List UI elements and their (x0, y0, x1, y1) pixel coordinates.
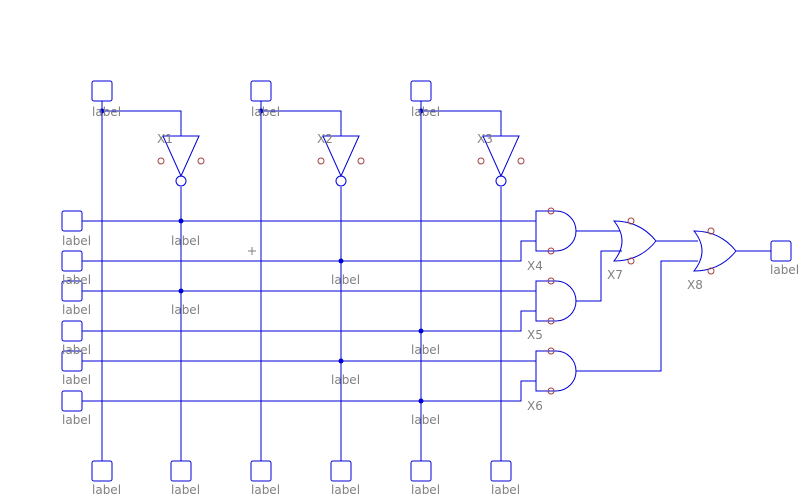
junction-dot (418, 398, 424, 404)
net-label: label (331, 373, 360, 387)
port-output[interactable] (770, 240, 792, 262)
gate-label-x7: X7 (607, 268, 623, 282)
port-in-6[interactable] (61, 390, 83, 412)
port-label: label (411, 483, 440, 497)
net-label: label (171, 234, 200, 248)
and-gate-x4-icon (535, 210, 577, 252)
port-label: label (411, 105, 440, 119)
junction-dot (338, 258, 344, 264)
junction-dot (178, 288, 184, 294)
gate-label-x6: X6 (527, 399, 543, 413)
gate-label-x8: X8 (687, 278, 703, 292)
port-bottom-3[interactable] (250, 460, 272, 482)
port-in-5[interactable] (61, 350, 83, 372)
port-label: label (171, 483, 200, 497)
port-label: label (62, 413, 91, 427)
port-label: label (62, 234, 91, 248)
wire-row-6 (82, 380, 536, 402)
port-label: label (251, 105, 280, 119)
pin-marker (547, 247, 555, 255)
pin-marker (547, 347, 555, 355)
net-label: label (171, 303, 200, 317)
port-bottom-5[interactable] (410, 460, 432, 482)
pin-marker (627, 257, 635, 265)
inverter-x2-bubble (335, 175, 347, 187)
pin-marker (517, 157, 525, 165)
port-in-2[interactable] (61, 250, 83, 272)
port-top-3[interactable] (410, 80, 432, 102)
junction-dot (338, 358, 344, 364)
junction-dot (99, 108, 105, 114)
port-label: label (92, 105, 121, 119)
gate-label-x4: X4 (527, 259, 543, 273)
port-label: label (62, 373, 91, 387)
port-in-1[interactable] (61, 210, 83, 232)
wire-inv1-input (102, 110, 182, 136)
wire-inv2-input (261, 110, 342, 136)
pin-marker (707, 267, 715, 275)
wire-inv3-input (421, 110, 502, 136)
pin-marker (547, 277, 555, 285)
junction-dot (418, 328, 424, 334)
port-bottom-4[interactable] (330, 460, 352, 482)
port-label: label (770, 263, 799, 277)
port-top-2[interactable] (250, 80, 272, 102)
inverter-x1-icon (162, 135, 200, 178)
pin-marker (477, 157, 485, 165)
pin-marker (317, 157, 325, 165)
pin-marker (707, 227, 715, 235)
inverter-x3-bubble (495, 175, 507, 187)
port-top-1[interactable] (91, 80, 113, 102)
inverter-x3-icon (482, 135, 520, 178)
port-label: label (62, 273, 91, 287)
or-gate-x7-icon (612, 220, 657, 262)
inverter-x1-bubble (175, 175, 187, 187)
port-bottom-1[interactable] (91, 460, 113, 482)
pin-marker (197, 157, 205, 165)
inverter-x2-icon (322, 135, 360, 178)
gate-label-x3: X3 (477, 132, 493, 146)
gate-label-x5: X5 (527, 328, 543, 342)
junction-dot (258, 108, 264, 114)
port-label: label (92, 483, 121, 497)
port-bottom-2[interactable] (170, 460, 192, 482)
pin-marker (157, 157, 165, 165)
pin-marker (547, 317, 555, 325)
and-gate-x5-icon (535, 280, 577, 322)
wire-row-2 (82, 240, 536, 262)
port-label: label (251, 483, 280, 497)
port-label: label (331, 483, 360, 497)
wire-x5-x7 (576, 250, 622, 302)
port-in-4[interactable] (61, 320, 83, 342)
net-label: label (331, 273, 360, 287)
port-label: label (62, 303, 91, 317)
pin-marker (547, 207, 555, 215)
port-bottom-6[interactable] (490, 460, 512, 482)
pin-marker (627, 217, 635, 225)
junction-dot (418, 108, 424, 114)
port-in-3[interactable] (61, 280, 83, 302)
gate-label-x2: X2 (317, 132, 333, 146)
net-label: label (411, 343, 440, 357)
wire-x6-x8 (576, 260, 698, 372)
or-gate-x8-icon (692, 230, 737, 272)
pin-marker (547, 387, 555, 395)
net-label: label (411, 413, 440, 427)
pin-marker (357, 157, 365, 165)
wire-row-4 (82, 310, 536, 332)
and-gate-x6-icon (535, 350, 577, 392)
junction-dot (178, 218, 184, 224)
gate-label-x1: X1 (157, 132, 173, 146)
port-label: label (62, 343, 91, 357)
port-label: label (491, 483, 520, 497)
